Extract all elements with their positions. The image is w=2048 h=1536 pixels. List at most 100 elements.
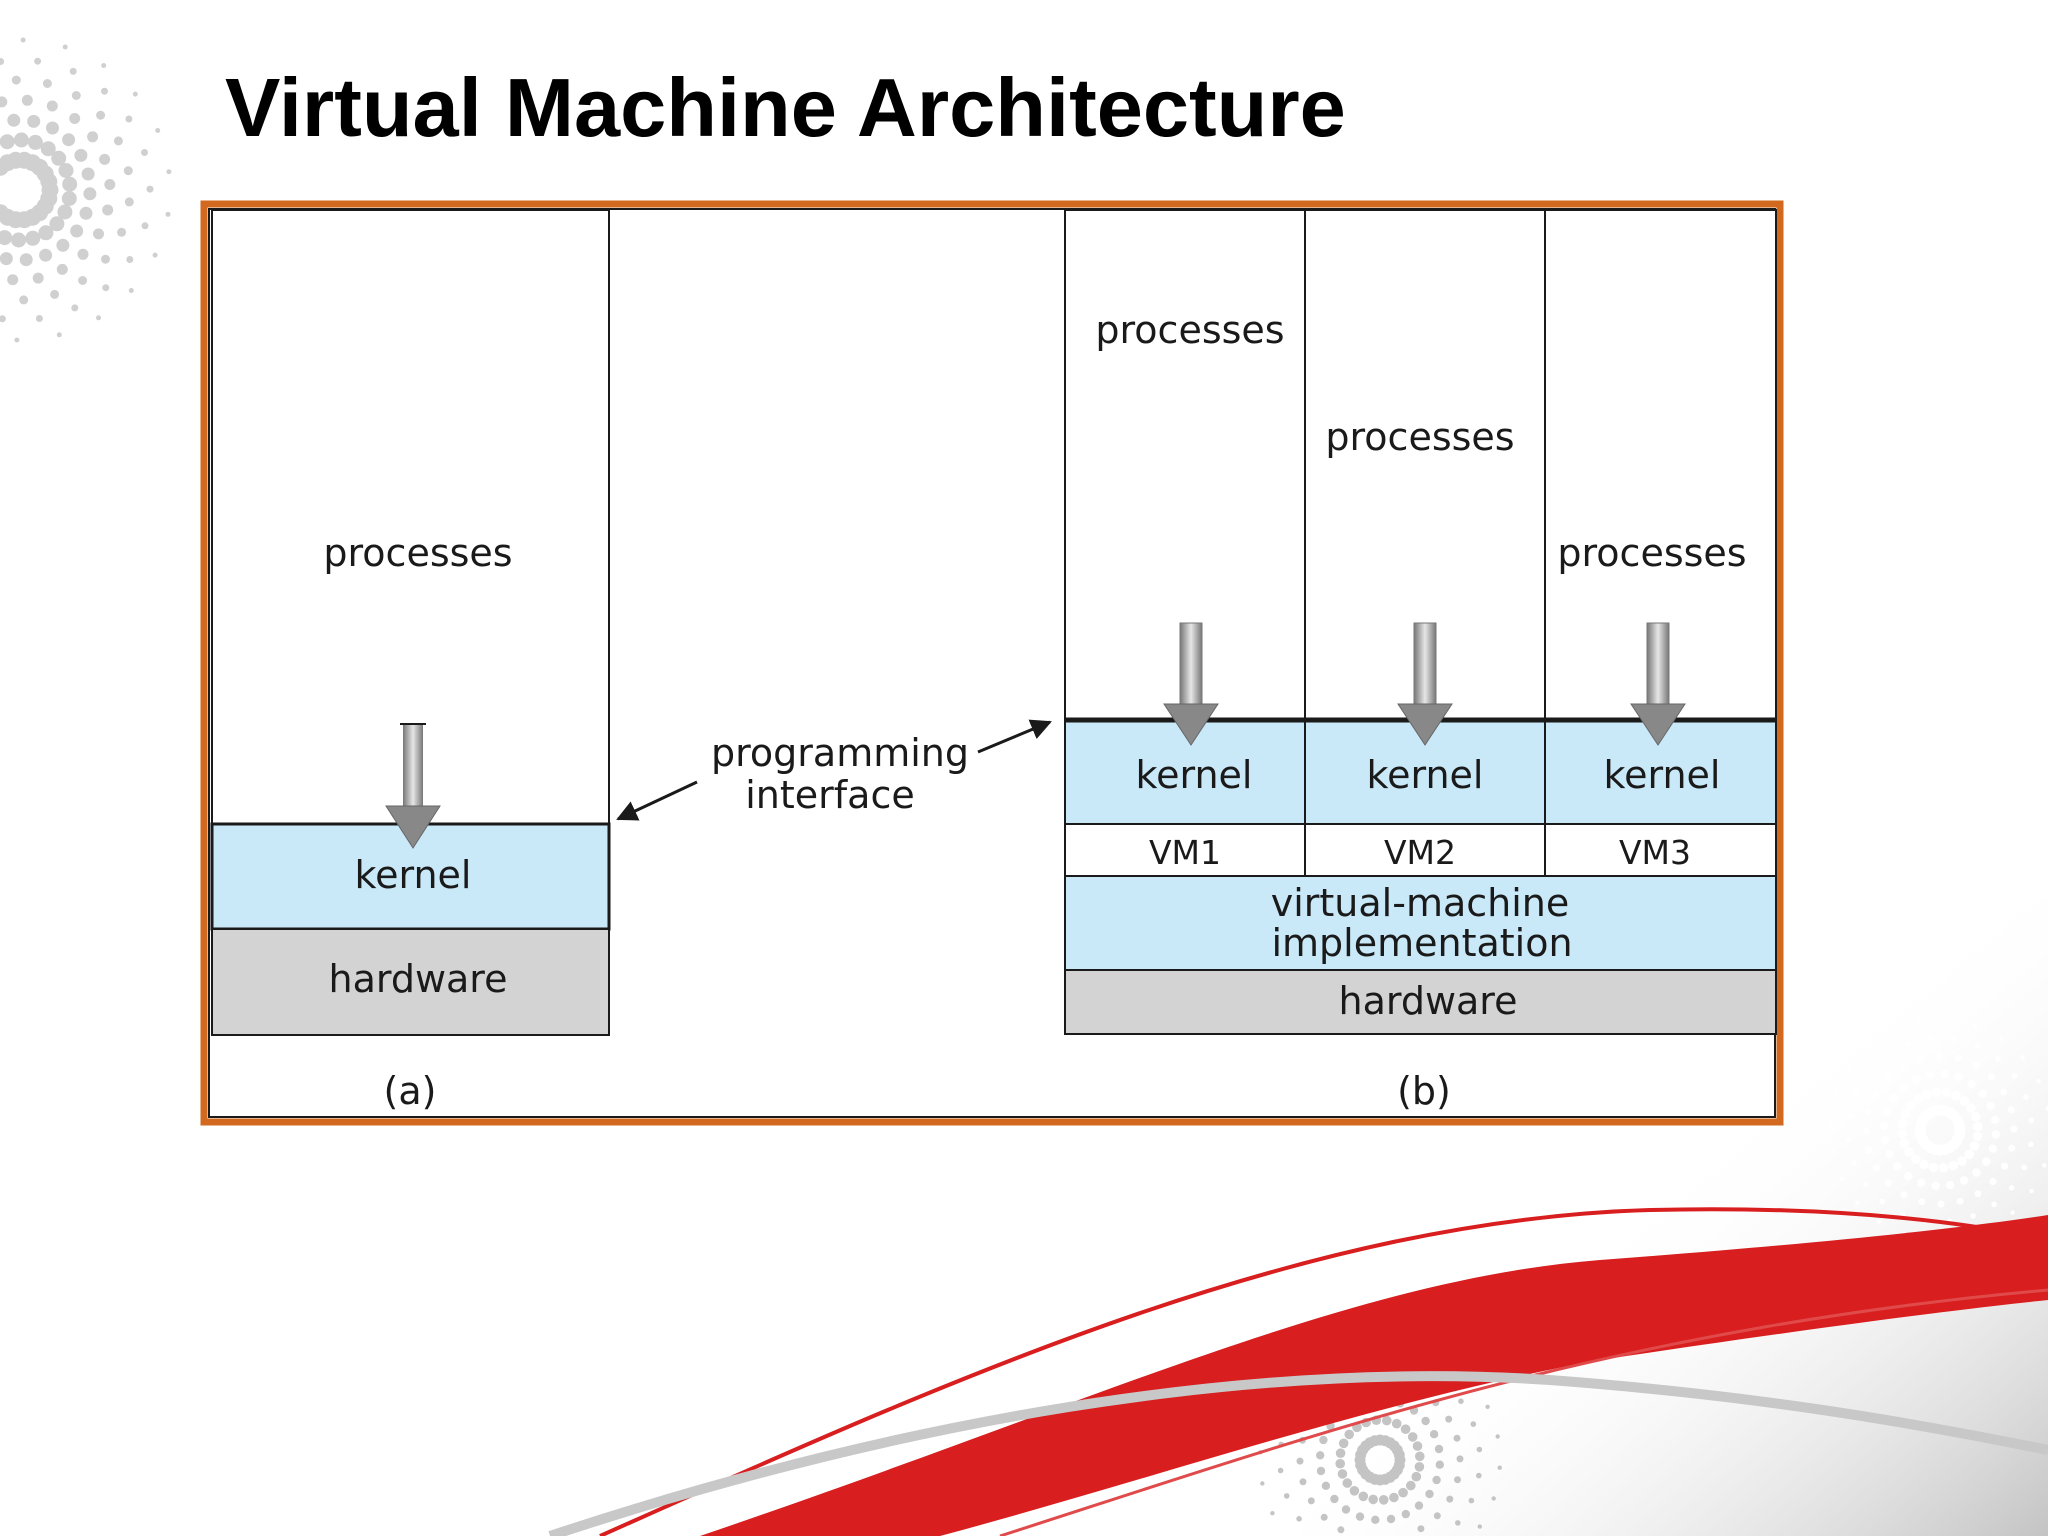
interface-label-line1: programming xyxy=(711,731,969,775)
decorative-dot xyxy=(1425,1489,1434,1499)
pointer-arrow-left-icon xyxy=(616,780,698,821)
decorative-dot xyxy=(2011,1073,2018,1079)
decorative-dot xyxy=(1865,1045,1870,1050)
decorative-dot xyxy=(1973,1023,1978,1028)
panel-a-processes-label: processes xyxy=(323,531,512,575)
decorative-dot xyxy=(1429,1430,1439,1439)
panel-b-vm-label-1: VM1 xyxy=(1149,833,1221,872)
decorative-dot xyxy=(1296,1516,1302,1522)
decorative-dot xyxy=(1922,1089,1932,1100)
decorative-dot xyxy=(51,150,67,166)
decorative-dot xyxy=(1337,1469,1348,1479)
decorative-dot xyxy=(1485,1404,1490,1410)
decorative-dot xyxy=(1989,1178,1997,1186)
decorative-dot xyxy=(152,252,158,258)
decorative-dot xyxy=(99,153,111,165)
decorative-dot xyxy=(34,57,42,65)
decorative-dot xyxy=(1918,1198,1926,1206)
decorative-dot xyxy=(123,166,133,176)
panel-b-vm-box-3 xyxy=(1544,823,1777,877)
decorative-dot xyxy=(35,315,43,322)
down-arrow-icon xyxy=(1163,622,1219,746)
decorative-dot xyxy=(81,167,95,181)
decorative-dot xyxy=(57,204,73,220)
dotted-burst-bottom-right xyxy=(1258,1018,2048,1534)
decorative-dot xyxy=(1974,1190,1982,1198)
decorative-dot xyxy=(2020,1055,2025,1060)
decorative-dot xyxy=(87,131,99,143)
decorative-dot xyxy=(1316,1451,1325,1460)
decorative-dot xyxy=(1283,1493,1290,1499)
decorative-dot xyxy=(1458,1398,1464,1404)
decorative-dot xyxy=(1433,1512,1441,1520)
panel-b-processes-label-1: processes xyxy=(1095,308,1284,352)
decorative-dot xyxy=(70,224,84,238)
decorative-dot xyxy=(1476,1446,1483,1453)
decorative-dot xyxy=(1974,1043,1981,1049)
decorative-dot xyxy=(1991,1201,1997,1208)
decorative-dot xyxy=(1335,1448,1346,1458)
decorative-dot xyxy=(1406,1480,1416,1491)
decorative-dot xyxy=(0,252,13,266)
decorative-dot xyxy=(1839,1176,1844,1181)
decorative-dot xyxy=(1966,1103,1976,1113)
decorative-dot xyxy=(1497,1465,1502,1470)
decorative-dot xyxy=(7,274,19,286)
decorative-dot xyxy=(1931,1181,1940,1191)
interface-label-line2: interface xyxy=(745,773,914,817)
decorative-dot xyxy=(1862,1181,1869,1187)
decorative-dot xyxy=(1884,1179,1892,1187)
decorative-dot xyxy=(1330,1494,1339,1504)
decorative-dot xyxy=(58,163,74,178)
decorative-dot xyxy=(1432,1475,1441,1485)
decorative-dot xyxy=(1296,1457,1304,1465)
panel-b-vm-implementation-line1: virtual-machine xyxy=(1271,881,1570,925)
decorative-dot xyxy=(56,332,62,338)
decorative-dot xyxy=(1277,1467,1284,1474)
decorative-dot xyxy=(2010,1125,2018,1133)
decorative-dot xyxy=(1879,1198,1885,1205)
decorative-dot xyxy=(165,211,171,217)
decorative-dot xyxy=(2023,1094,2029,1100)
decorative-dot xyxy=(77,248,89,260)
decorative-dot xyxy=(101,63,107,68)
decorative-dot xyxy=(2007,1106,2015,1114)
decorative-dot xyxy=(1956,1197,1964,1205)
decorative-dot xyxy=(1988,1073,1996,1081)
panel-b-hardware-box xyxy=(1064,969,1777,1035)
decorative-dot xyxy=(79,206,93,220)
decorative-dot xyxy=(1948,1160,1958,1171)
decorative-dot xyxy=(1906,1100,1916,1111)
decorative-dot xyxy=(1378,1495,1389,1505)
decorative-dot xyxy=(1941,1087,1952,1098)
decorative-dot xyxy=(69,113,81,124)
decorative-dot xyxy=(0,204,9,222)
decorative-dot xyxy=(1316,1466,1326,1476)
decorative-dot xyxy=(74,148,88,162)
decorative-dot xyxy=(1851,1160,1857,1166)
panel-b: processes processes processes kernel ker… xyxy=(1064,209,1777,1113)
panel-b-vm-label-3: VM3 xyxy=(1619,833,1691,872)
decorative-dot xyxy=(1900,1109,1911,1119)
decorative-dot xyxy=(1964,1149,1974,1160)
decorative-dot xyxy=(1349,1486,1360,1496)
decorative-dot xyxy=(0,134,15,150)
decorative-dot xyxy=(1951,1036,1958,1042)
decorative-dot xyxy=(1470,1421,1477,1427)
decorative-dot xyxy=(40,141,56,157)
pointer-arrow-right-icon xyxy=(977,719,1052,754)
decorative-dot xyxy=(2042,1163,2047,1168)
decorative-dot xyxy=(1445,1415,1453,1423)
decorative-dot xyxy=(1468,1497,1475,1504)
decorative-dot xyxy=(1477,1524,1483,1529)
panel-a-hardware-box xyxy=(211,928,610,1036)
decorative-dot xyxy=(1959,1096,1970,1106)
decorative-dot xyxy=(155,128,161,133)
decorative-dot xyxy=(1973,1121,1983,1132)
decorative-dot xyxy=(1972,1061,1980,1069)
decorative-dot xyxy=(93,228,104,240)
decorative-dot xyxy=(46,100,58,112)
decorative-dot xyxy=(1937,1200,1945,1208)
decorative-dot xyxy=(1341,1505,1351,1514)
